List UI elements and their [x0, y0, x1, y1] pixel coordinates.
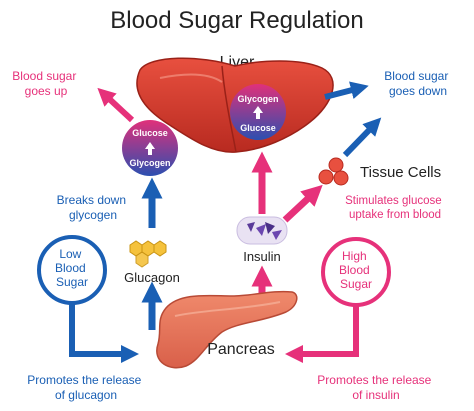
insulin-molecule-icon — [236, 216, 288, 245]
caption-promotes-insulin: Promotes the release of insulin — [317, 373, 434, 402]
glycogenesis-circle: Glucose Glycogen — [122, 120, 178, 176]
svg-text:High Blood Sugar: High Blood Sugar — [339, 249, 373, 291]
caption-promotes-glucagon: Promotes the release of glucagon — [27, 373, 144, 402]
insulin-label: Insulin — [243, 249, 281, 264]
pancreas-illustration — [156, 290, 298, 369]
glucagon-label: Glucagon — [124, 270, 180, 285]
arrow-blood-sugar-up — [97, 87, 135, 123]
caption-stimulates: Stimulates glucose uptake from blood — [345, 195, 445, 221]
left-circle-bottom: Glycogen — [129, 158, 170, 168]
caption-blood-sugar-down: Blood sugar goes down — [384, 69, 451, 98]
caption-breaks-down: Breaks down glycogen — [57, 193, 130, 222]
pancreas-label: Pancreas — [207, 341, 275, 358]
left-circle-top: Glucose — [132, 128, 168, 138]
right-circle-bottom: Glucose — [240, 123, 276, 133]
right-circle-up-arrow — [253, 106, 263, 119]
arrow-insulin-to-tissue — [282, 184, 323, 223]
glucagon-molecule-icon — [129, 240, 167, 268]
glycogenolysis-circle: Glycogen Glucose — [230, 84, 286, 140]
tissue-cells-label: Tissue Cells — [360, 164, 441, 181]
right-circle-top: Glycogen — [237, 94, 278, 104]
page-title: Blood Sugar Regulation — [110, 7, 364, 34]
arrow-high-to-pancreas — [285, 306, 359, 363]
low-blood-sugar-badge: Low Blood Sugar — [37, 235, 107, 305]
arrow-liver-to-down — [324, 81, 369, 100]
arrow-tissue-to-down — [342, 117, 382, 158]
arrow-low-to-pancreas — [69, 304, 139, 363]
caption-blood-sugar-up: Blood sugar goes up — [12, 69, 79, 98]
left-circle-up-arrow — [145, 142, 155, 155]
svg-text:Low Blood Sugar: Low Blood Sugar — [55, 247, 89, 289]
tissue-cells-illustration — [318, 157, 349, 186]
high-blood-sugar-badge: High Blood Sugar — [321, 237, 391, 307]
